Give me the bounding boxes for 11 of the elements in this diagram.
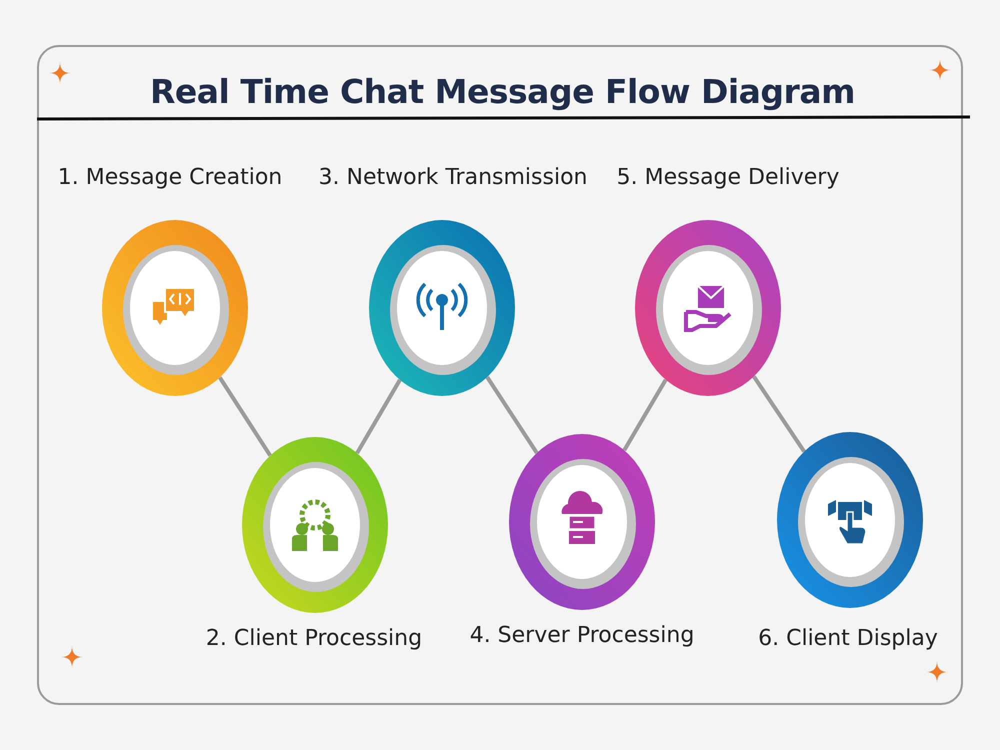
connector-line bbox=[752, 375, 806, 453]
step-label: 4. Server Processing bbox=[470, 623, 694, 648]
step-label: 1. Message Creation bbox=[58, 165, 282, 190]
connector-line bbox=[486, 376, 538, 454]
step-label: 2. Client Processing bbox=[206, 626, 422, 651]
connector-line bbox=[218, 376, 272, 457]
connector-line bbox=[355, 378, 402, 454]
step-label: 6. Client Display bbox=[758, 626, 938, 651]
connector-line bbox=[622, 378, 668, 452]
step-label: 5. Message Delivery bbox=[616, 165, 840, 190]
step-label: 3. Network Transmission bbox=[318, 165, 588, 190]
